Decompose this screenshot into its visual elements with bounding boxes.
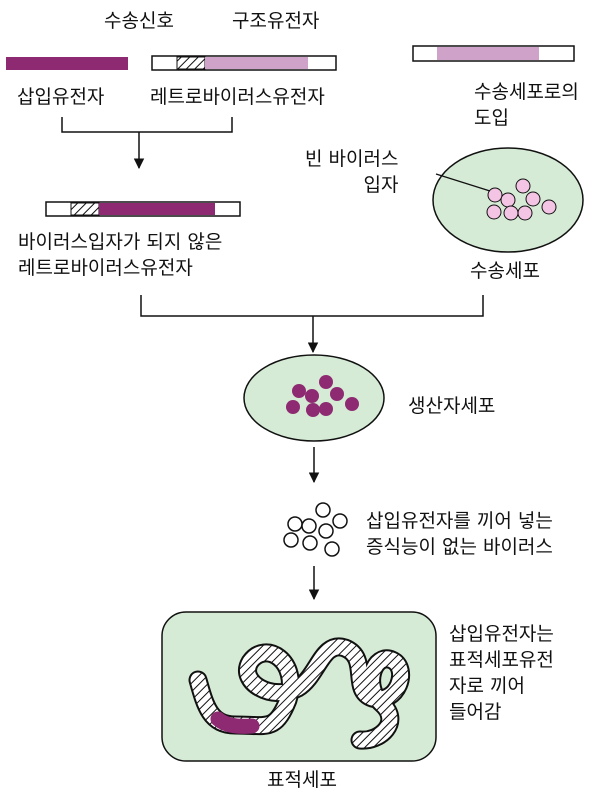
vector-label: 바이러스입자가 되지 않은 레트로바이러스유전자: [18, 231, 223, 279]
structural-gene-segment: [205, 57, 308, 69]
merge-bracket-2: [140, 295, 484, 317]
released-viruses: [283, 502, 348, 557]
chromosomal-dna: [188, 637, 411, 750]
transport-cell-label: 수송세포: [470, 260, 540, 282]
transport-intro-label: 수송세포로의 도입: [474, 81, 579, 129]
target-cell-label: 표적세포: [267, 769, 337, 791]
recombinant-virus-particles: [286, 375, 359, 417]
signal-label: 수송신호: [104, 10, 174, 32]
integration-note-label: 삽입유전자는 표적세포유전 자로 끼어 들어감: [449, 623, 554, 723]
vector-construct: [45, 201, 241, 217]
integrated-insert-gene: [210, 711, 260, 734]
empty-particle-pointer: [435, 173, 491, 192]
structural-gene-construct: [412, 45, 575, 62]
empty-particles-label: 빈 바이러스 입자: [305, 148, 399, 196]
signal-segment: [176, 56, 206, 70]
merge-bracket: [61, 117, 233, 133]
structural-gene-label: 구조유전자: [232, 10, 320, 32]
producer-cell-label: 생산자세포: [408, 395, 496, 417]
insert-gene-bar: [6, 57, 128, 70]
retrovirus-gene-construct: [151, 55, 337, 71]
virus-description-label: 삽입유전자를 끼어 넣는 증식능이 없는 바이러스: [366, 510, 553, 558]
insert-gene-label: 삽입유전자: [17, 86, 105, 108]
retrovirus-gene-label: 레트로바이러스유전자: [150, 86, 325, 108]
empty-virus-particles: [486, 178, 557, 221]
